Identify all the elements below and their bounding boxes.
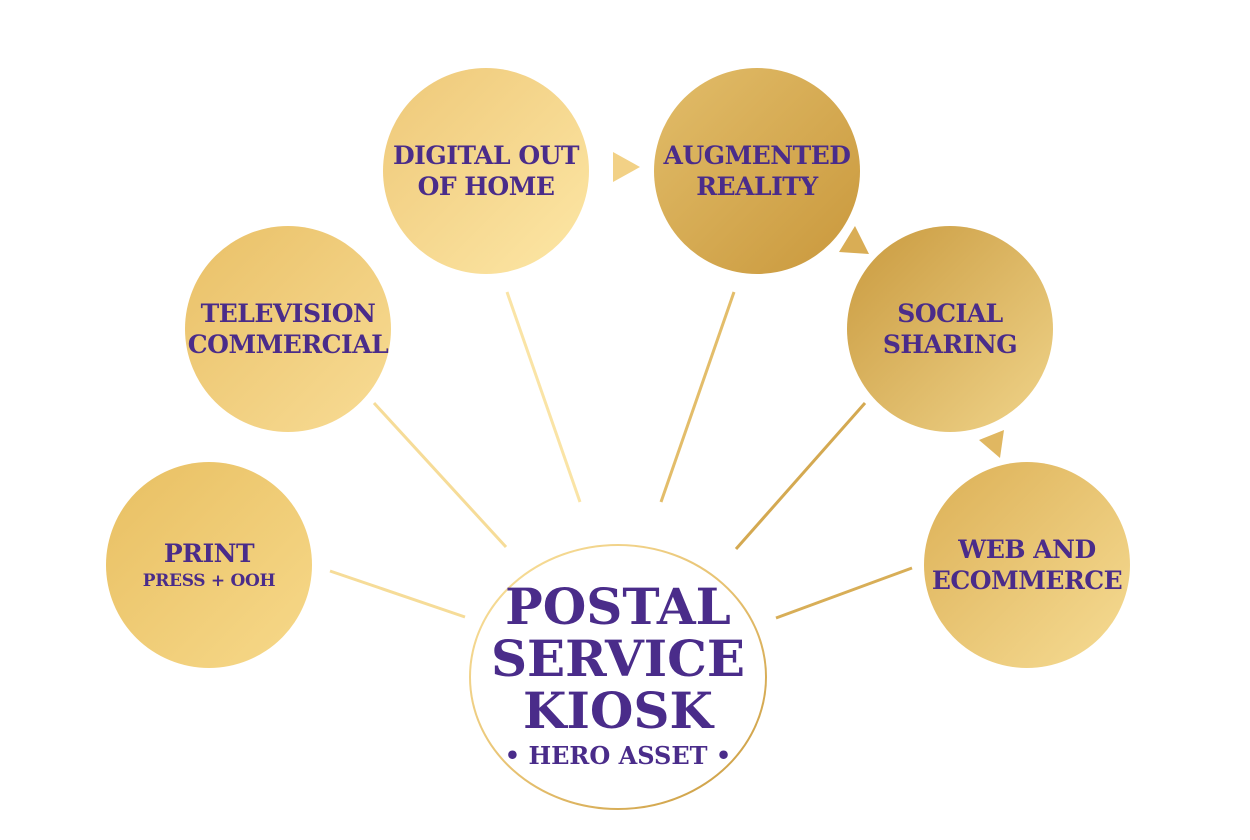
node-dooh-line2: OF HOME [417,172,555,201]
node-social-line1: SOCIAL [897,299,1003,328]
hub-title-line2: SERVICE [490,629,746,688]
node-ar[interactable]: AUGMENTED REALITY [654,68,860,274]
connector-television [372,401,508,549]
hub-title-line1: POSTAL [505,577,731,636]
arrow-ar-to-social-icon [839,226,869,254]
node-circle-web [924,462,1130,668]
node-television-line2: COMMERCIAL [187,330,389,359]
node-television-line1: TELEVISION [200,299,376,328]
node-web-line1: WEB AND [958,535,1096,564]
node-social[interactable]: SOCIAL SHARING [847,226,1053,432]
connectors [329,291,913,620]
node-web[interactable]: WEB AND ECOMMERCE [924,462,1130,668]
node-circle-ar [654,68,860,274]
connector-ar [659,291,736,503]
hub-subtitle: • HERO ASSET • [504,741,732,770]
arrow-social-to-web-icon [979,430,1004,458]
node-print[interactable]: PRINT PRESS + OOH [106,462,312,668]
node-television[interactable]: TELEVISION COMMERCIAL [185,226,391,432]
node-print-title: PRINT [163,538,255,568]
node-circle-television [185,226,391,432]
node-circle-dooh [383,68,589,274]
node-web-line2: ECOMMERCE [931,566,1123,595]
node-dooh-line1: DIGITAL OUT [392,141,580,170]
connector-dooh [505,291,582,503]
node-circle-social [847,226,1053,432]
connector-social [734,402,867,550]
node-ar-line1: AUGMENTED [663,141,851,170]
connector-web [775,566,913,620]
node-dooh[interactable]: DIGITAL OUT OF HOME [383,68,589,274]
node-print-subtitle: PRESS + OOH [142,570,276,591]
arrow-dooh-to-ar-icon [613,152,640,182]
flow-arrows [613,152,1004,458]
node-social-line2: SHARING [882,330,1018,359]
node-circle-print [106,462,312,668]
hub-postal-service-kiosk[interactable]: POSTAL SERVICE KIOSK • HERO ASSET • [471,546,765,808]
connector-print [329,569,466,619]
node-ar-line2: REALITY [696,172,818,201]
hub-title-line3: KIOSK [523,681,713,740]
